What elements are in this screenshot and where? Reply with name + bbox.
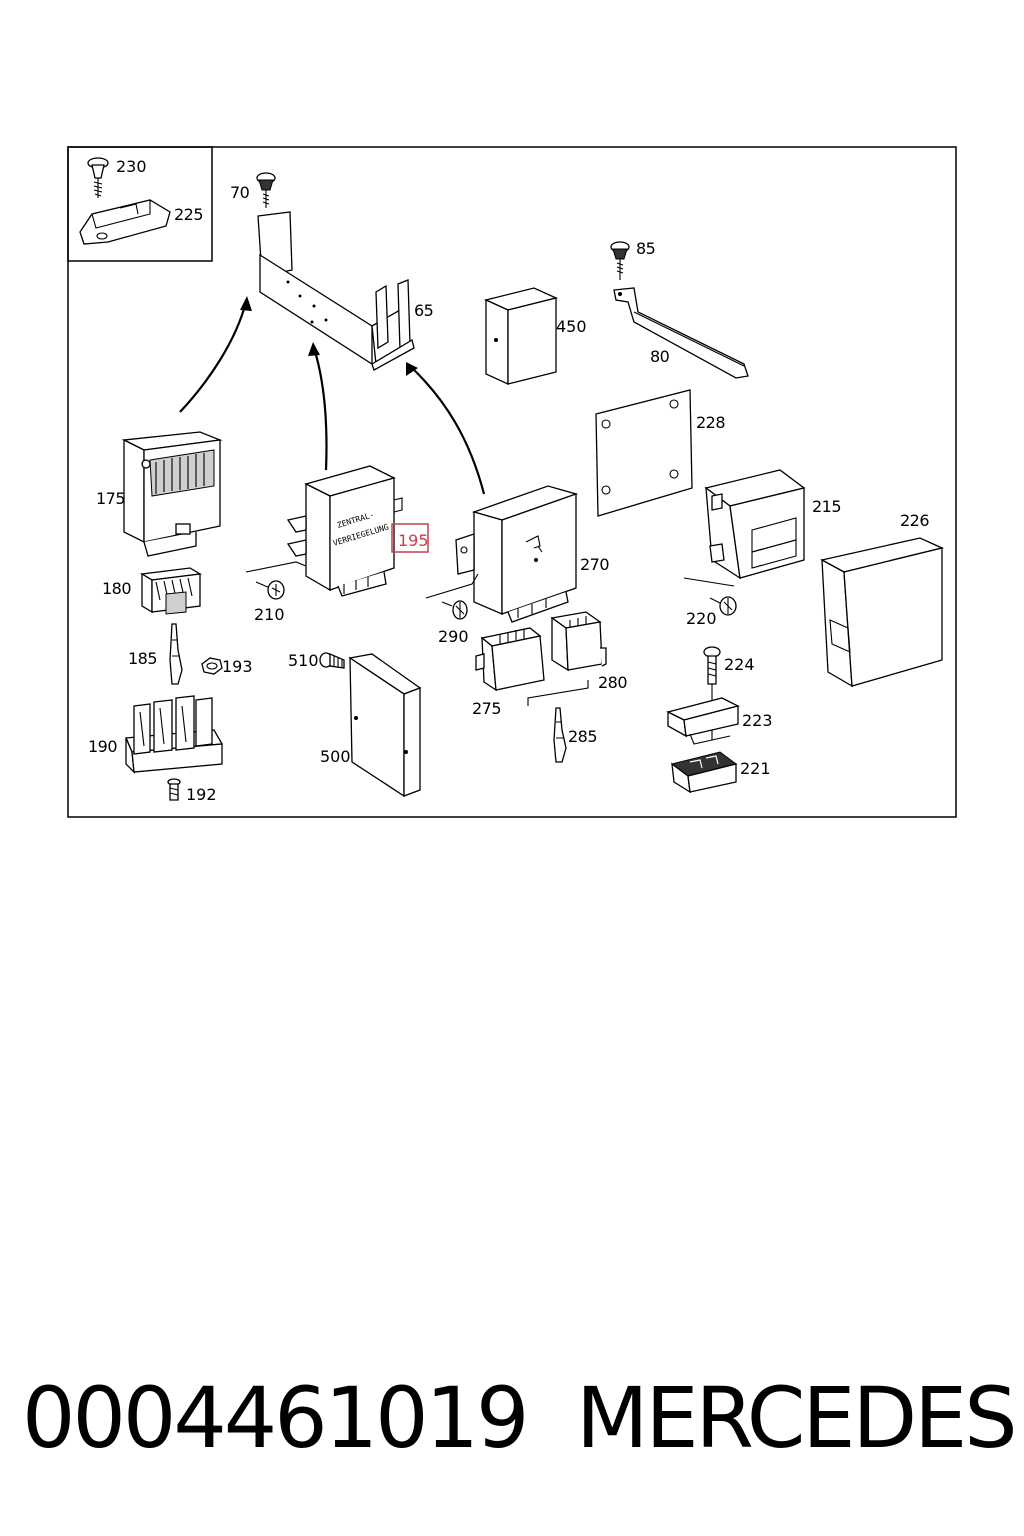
callout-230[interactable]: 230 xyxy=(116,157,147,176)
plate-228 xyxy=(595,389,693,517)
control-unit-215 xyxy=(683,469,806,587)
diagram-frame xyxy=(67,146,957,818)
callout-220[interactable]: 220 xyxy=(686,609,717,628)
relay-holder-190 xyxy=(125,695,224,774)
bracket-500 xyxy=(348,653,422,798)
parts-diagram: ZENTRAL- VERRIEGELUNG xyxy=(67,146,957,818)
control-unit-270 xyxy=(425,485,579,623)
screw-220 xyxy=(709,596,737,616)
callout-226[interactable]: 226 xyxy=(900,511,930,530)
callout-450[interactable]: 450 xyxy=(556,317,587,336)
nut-193 xyxy=(201,657,223,675)
callout-65[interactable]: 65 xyxy=(414,301,434,320)
screw-290 xyxy=(441,600,468,620)
cover-226 xyxy=(820,537,944,688)
callout-510[interactable]: 510 xyxy=(288,651,319,670)
screw-510 xyxy=(319,652,345,669)
screw-224 xyxy=(703,646,721,740)
strap-80 xyxy=(613,287,749,379)
callout-223[interactable]: 223 xyxy=(742,711,773,730)
highlight-box-195[interactable] xyxy=(391,523,429,553)
footer: 0004461019 MERCEDES xyxy=(0,1368,1024,1468)
screw-192 xyxy=(167,778,181,801)
callout-85[interactable]: 85 xyxy=(636,239,656,258)
module-450 xyxy=(484,287,558,386)
callout-195[interactable]: 195 xyxy=(398,531,429,550)
callout-193[interactable]: 193 xyxy=(222,657,253,676)
bracket-223 xyxy=(666,697,740,745)
callout-80[interactable]: 80 xyxy=(650,347,670,366)
screw-210 xyxy=(255,580,285,600)
arrow-195-to-65 xyxy=(312,347,328,471)
sensor-221 xyxy=(670,751,738,794)
callout-180[interactable]: 180 xyxy=(102,579,132,598)
brand-name: MERCEDES xyxy=(576,1369,1018,1467)
connector-280 xyxy=(550,611,607,672)
screw-85 xyxy=(610,241,630,280)
callout-221[interactable]: 221 xyxy=(740,759,771,778)
callout-228[interactable]: 228 xyxy=(696,413,726,432)
clip-225 xyxy=(79,199,171,245)
callout-285[interactable]: 285 xyxy=(568,727,598,746)
callout-290[interactable]: 290 xyxy=(438,627,469,646)
callout-185[interactable]: 185 xyxy=(128,649,158,668)
central-locking-module-195: ZENTRAL- VERRIEGELUNG xyxy=(245,465,403,597)
callout-192[interactable]: 192 xyxy=(186,785,217,804)
screw-230 xyxy=(87,157,109,198)
callout-190[interactable]: 190 xyxy=(88,737,118,756)
terminal-285 xyxy=(553,707,567,763)
callout-224[interactable]: 224 xyxy=(724,655,755,674)
screw-70 xyxy=(256,172,276,208)
bracket-65 xyxy=(257,211,415,371)
arrow-270-to-65 xyxy=(409,365,486,495)
callout-175[interactable]: 175 xyxy=(96,489,126,508)
callout-215[interactable]: 215 xyxy=(812,497,842,516)
callout-225[interactable]: 225 xyxy=(174,205,204,224)
part-number: 0004461019 xyxy=(22,1369,529,1467)
inset-frame xyxy=(67,146,213,262)
arrow-175-to-65 xyxy=(179,301,248,413)
callout-210[interactable]: 210 xyxy=(254,605,285,624)
callout-275[interactable]: 275 xyxy=(472,699,502,718)
connector-275 xyxy=(475,627,545,692)
leader-275-280 xyxy=(527,680,589,706)
control-unit-175 xyxy=(121,431,223,557)
callout-270[interactable]: 270 xyxy=(580,555,610,574)
callout-70[interactable]: 70 xyxy=(230,183,250,202)
callout-280[interactable]: 280 xyxy=(598,673,628,692)
connector-180 xyxy=(140,567,202,615)
terminal-185 xyxy=(169,623,183,685)
callout-500[interactable]: 500 xyxy=(320,747,351,766)
